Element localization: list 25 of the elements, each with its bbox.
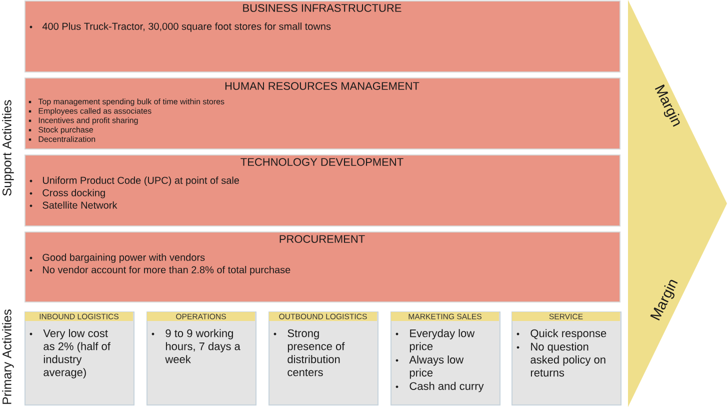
bullet-text: Always low price xyxy=(409,356,464,379)
panel-heading: BUSINESS INFRASTRUCTURE xyxy=(243,4,402,12)
bullet-text: Satellite Network xyxy=(42,201,118,209)
bullet-text: Strong presence of distribution centers xyxy=(288,329,345,376)
bullet-text: Top management spending bulk of time within stores xyxy=(38,98,224,106)
section-label: Support Activities xyxy=(2,100,14,196)
section-label: Primary Activities xyxy=(2,310,14,404)
bullet-text: 400 Plus Truck-Tractor, 30,000 square foot stores for small towns xyxy=(42,22,331,32)
bullet-text: No question asked policy on returns xyxy=(530,342,606,377)
bullet-text: Cash and curry xyxy=(410,382,484,392)
bullet-text: Everyday low price xyxy=(410,329,475,352)
bullet-text: Good bargaining power with vendors xyxy=(42,254,205,263)
bullet-text: Very low cost as 2% (half of industry average) xyxy=(43,329,110,378)
bullet-text: Uniform Product Code (UPC) at point of sale xyxy=(42,176,240,186)
bullet-text: Cross docking xyxy=(42,188,105,198)
bullet-text: Incentives and profit sharing xyxy=(38,117,138,125)
panel-heading: PROCUREMENT xyxy=(280,235,365,243)
panel-heading: TECHNOLOGY DEVELOPMENT xyxy=(240,158,404,166)
bullet-text: Quick response xyxy=(530,329,606,340)
panel-heading: HUMAN RESOURCES MANAGEMENT xyxy=(225,82,420,90)
bullet-text: No vendor account for more than 2.8% of total purchase xyxy=(43,266,290,276)
bullet-text: Employees called as associates xyxy=(38,108,152,116)
bullet-text: 9 to 9 working hours, 7 days a week xyxy=(165,329,240,364)
bullet-text: Decentralization xyxy=(38,136,96,142)
bullet-text: Stock purchase xyxy=(38,126,93,134)
